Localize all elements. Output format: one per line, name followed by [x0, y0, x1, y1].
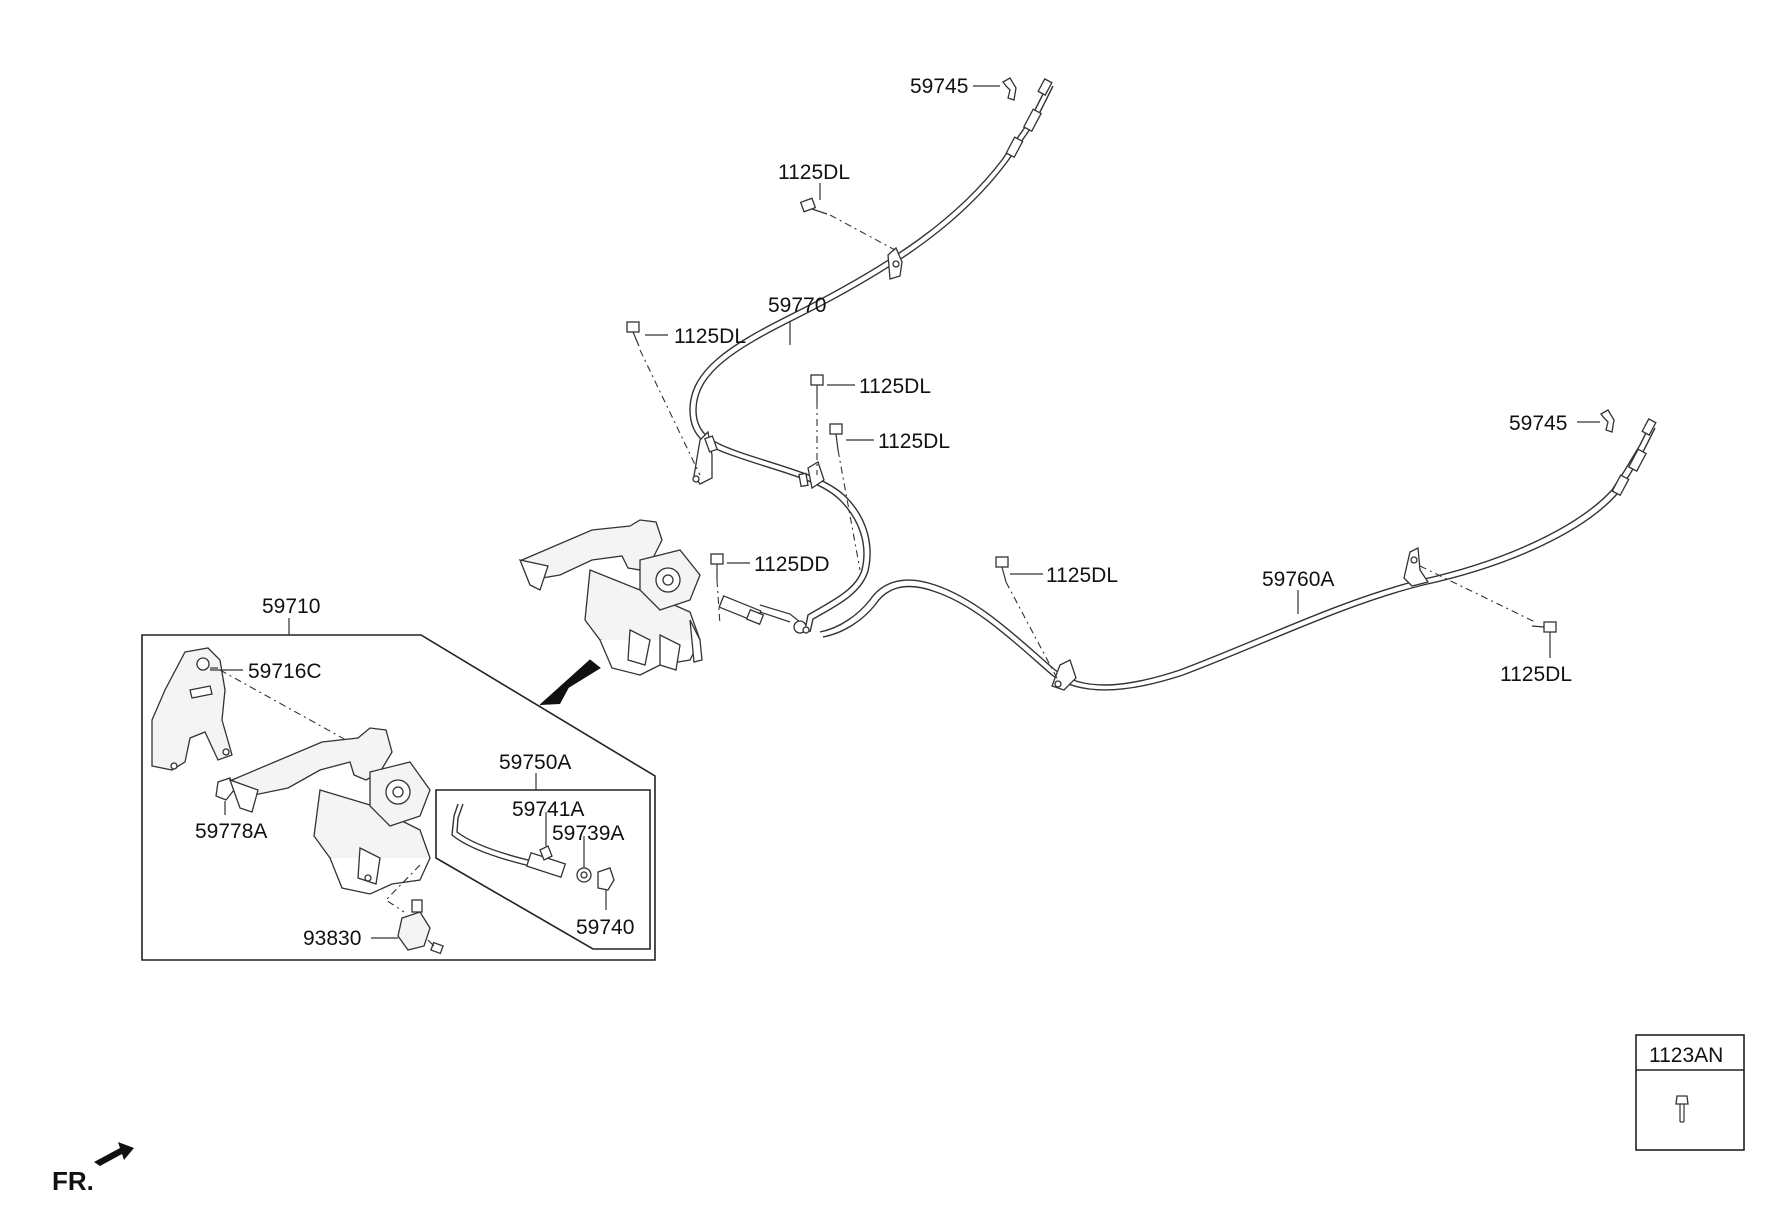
front-direction-label: FR.	[52, 1166, 94, 1196]
label-59710: 59710	[262, 595, 320, 618]
cable-59770	[689, 78, 1054, 633]
cap-59778A	[215, 777, 235, 815]
bolt-icon	[995, 556, 1009, 583]
label-1125DL: 1125DL	[1046, 564, 1118, 587]
label-1125DL: 1125DL	[674, 325, 746, 348]
nut-59740	[597, 867, 615, 910]
parking-brake-lever-assembly	[518, 519, 810, 676]
clip-59745-top	[1002, 77, 1017, 101]
bracket-59716C	[151, 647, 233, 771]
leader-lines	[210, 85, 1600, 681]
label-59745: 59745	[1509, 412, 1567, 435]
label-59760A: 59760A	[1262, 568, 1334, 591]
label-59770: 59770	[768, 294, 826, 317]
legend-code-label: 1123AN	[1649, 1044, 1723, 1067]
sub-box-59750A	[435, 773, 651, 950]
label-59778A: 59778A	[195, 820, 267, 843]
label-59716C: 59716C	[248, 660, 322, 683]
bolt-icon	[1675, 1095, 1689, 1123]
legend-box-1123AN	[1635, 1034, 1745, 1151]
assembly-pointer-arrow	[539, 659, 601, 706]
label-1125DL: 1125DL	[859, 375, 931, 398]
label-1125DD: 1125DD	[754, 553, 830, 576]
direction-arrow-icon	[94, 1142, 134, 1166]
label-1125DL: 1125DL	[1500, 663, 1572, 686]
bolt-icon	[710, 553, 724, 580]
label-59740: 59740	[576, 916, 634, 939]
bolt-icon	[1531, 621, 1557, 633]
label-1125DL: 1125DL	[878, 430, 950, 453]
washer-59739A	[576, 836, 592, 883]
bolt-icon	[626, 321, 640, 347]
bolt-icon	[799, 197, 828, 215]
cable-59741A	[451, 803, 567, 879]
label-59739A: 59739A	[552, 822, 624, 845]
bolt-icon	[829, 423, 843, 451]
lever-detail	[228, 727, 431, 895]
cable-59760A	[819, 418, 1657, 691]
switch-93830	[371, 899, 444, 955]
label-59741A: 59741A	[512, 798, 584, 821]
label-93830: 93830	[303, 927, 361, 950]
clip-59745-right	[1600, 409, 1615, 433]
label-59745: 59745	[910, 75, 968, 98]
label-1125DL: 1125DL	[778, 161, 850, 184]
bolt-icon	[810, 374, 824, 402]
detail-box-59710	[141, 618, 656, 961]
label-59750A: 59750A	[499, 751, 571, 774]
